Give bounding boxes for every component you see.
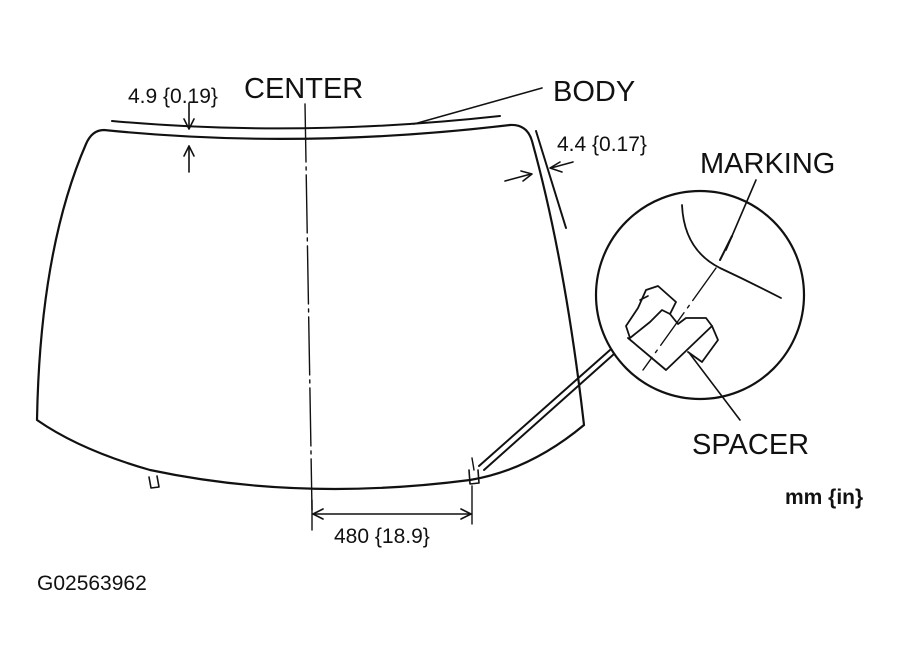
marking-label: MARKING	[700, 148, 836, 180]
spacer-leader	[689, 353, 741, 421]
spacer-left	[148, 475, 160, 489]
spacer-label: SPACER	[692, 429, 810, 461]
center-line	[304, 103, 313, 511]
detail-leader	[478, 349, 611, 467]
body-side-outline	[535, 130, 567, 229]
side-gap-arrow-right	[550, 161, 574, 169]
figure-id: G02563962	[37, 572, 147, 595]
detail-circle	[594, 189, 806, 401]
spacer-offset-label: 480 {18.9}	[334, 525, 430, 548]
marking-leader	[725, 179, 757, 251]
side-gap-label: 4.4 {0.17}	[557, 133, 647, 156]
units-label: mm {in}	[785, 486, 864, 509]
detail-spacer	[625, 285, 677, 339]
body-label: BODY	[553, 76, 636, 108]
detail-glass-edge	[681, 204, 782, 299]
windshield-outline	[35, 123, 586, 491]
body-leader-line	[413, 87, 543, 125]
center-label: CENTER	[244, 73, 364, 105]
spacer-right	[468, 469, 480, 485]
body-outline	[111, 115, 501, 130]
side-gap-arrow-left	[504, 173, 532, 182]
top-gap-label: 4.9 {0.19}	[128, 85, 218, 108]
